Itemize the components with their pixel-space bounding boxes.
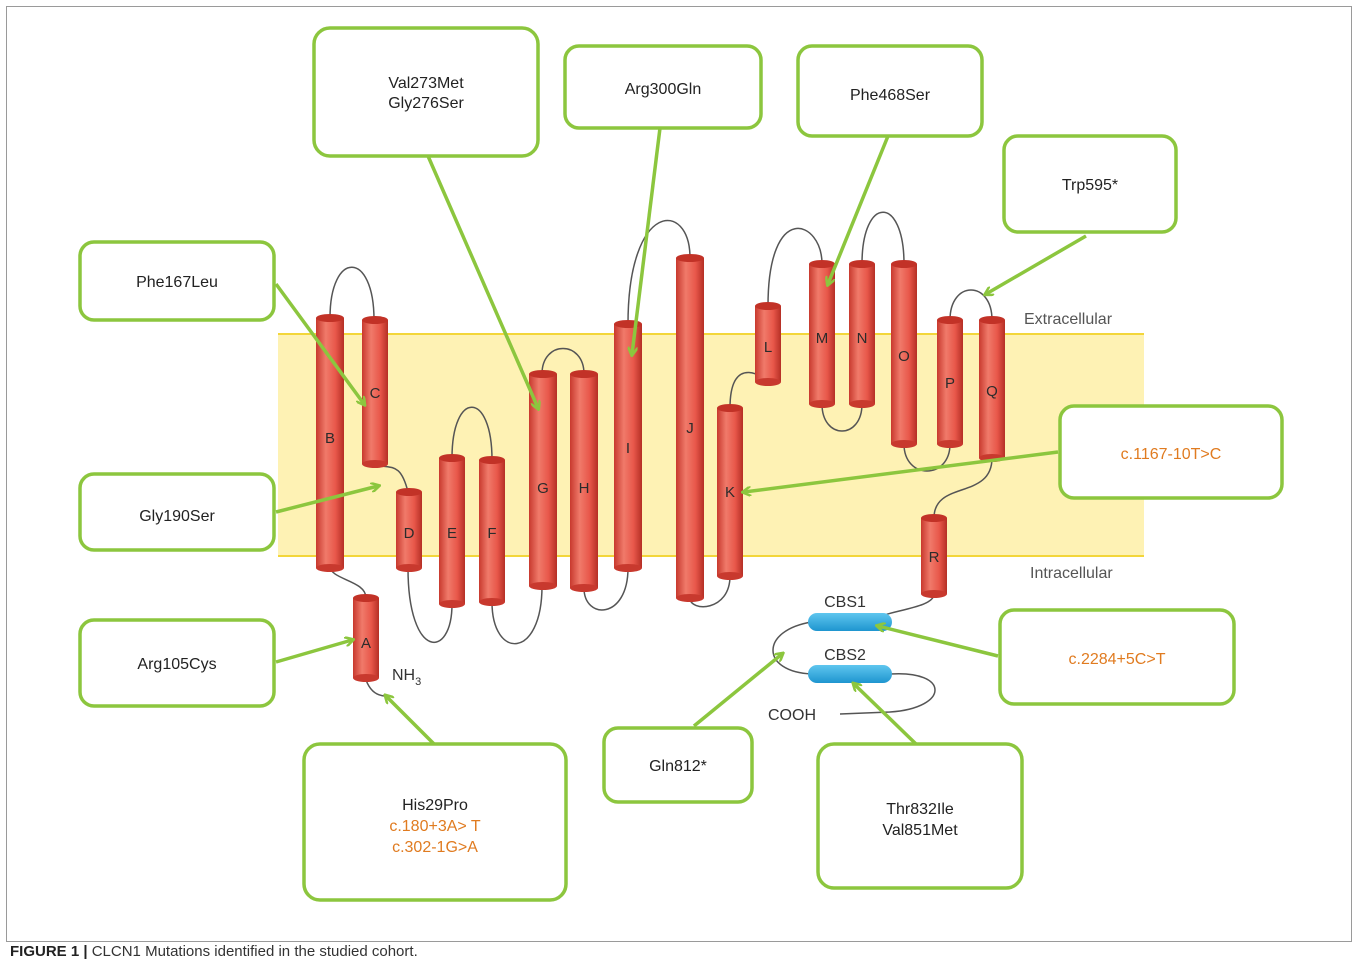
helix-l-label: L <box>764 339 772 356</box>
helix-j: J <box>676 254 704 602</box>
arrow-thr832ile <box>854 684 918 746</box>
helix-l: L <box>755 302 781 386</box>
label-phe468ser: Phe468Ser <box>850 87 931 104</box>
helix-f-label: F <box>487 525 496 542</box>
arrow-phe468ser <box>828 135 890 284</box>
annotation-arrows <box>274 127 1087 746</box>
callout-gly190ser: Gly190Ser <box>78 472 276 552</box>
callout-phe167leu: Phe167Leu <box>78 240 276 322</box>
helix-h-label: H <box>579 480 590 497</box>
label-c302: c.302-1G>A <box>392 839 478 856</box>
label-val851met: Val851Met <box>882 822 958 839</box>
helix-d: D <box>396 488 422 572</box>
c-terminus-label: COOH <box>768 707 816 724</box>
label-gln812: Gln812* <box>649 758 707 775</box>
helix-b: B <box>316 314 344 572</box>
label-gly276ser: Gly276Ser <box>388 95 464 112</box>
helix-q: Q <box>979 316 1005 462</box>
callout-trp595: Trp595* <box>1002 134 1178 234</box>
label-his29pro: His29Pro <box>402 797 468 814</box>
helix-n: N <box>849 260 875 408</box>
arrow-c2284 <box>878 626 999 658</box>
label-phe167leu: Phe167Leu <box>136 274 218 291</box>
helix-a-label: A <box>361 635 371 652</box>
callout-thr832ile-val851met: Thr832Ile Val851Met <box>816 742 1024 890</box>
figure-frame <box>6 6 1352 942</box>
helix-n-label: N <box>857 330 868 347</box>
helix-g-label: G <box>537 480 549 497</box>
helix-r: R <box>921 514 947 598</box>
helix-o-label: O <box>898 348 910 365</box>
callout-c2284: c.2284+5C>T <box>998 608 1236 706</box>
label-trp595: Trp595* <box>1062 177 1118 194</box>
arrow-val273met <box>426 155 538 408</box>
arrow-arg105cys <box>275 640 352 664</box>
arrow-trp595 <box>986 234 1087 294</box>
callout-gln812: Gln812* <box>602 726 754 804</box>
helix-o: O <box>891 260 917 448</box>
label-c1167: c.1167-10T>C <box>1121 446 1222 463</box>
helix-i: I <box>614 320 642 572</box>
extracellular-label: Extracellular <box>1024 311 1113 328</box>
cbs1-label: CBS1 <box>824 594 866 611</box>
helix-e-label: E <box>447 525 457 542</box>
callout-arg300gln: Arg300Gln <box>563 44 763 130</box>
arrow-his29pro <box>386 696 436 746</box>
cbs1-domain: CBS1 <box>808 594 892 631</box>
helix-j-label: J <box>686 420 694 437</box>
label-val273met: Val273Met <box>388 75 464 92</box>
cbs2-label: CBS2 <box>824 647 866 664</box>
helix-i-label: I <box>626 440 630 457</box>
helix-r-label: R <box>929 549 940 566</box>
helix-p-label: P <box>945 375 955 392</box>
helix-k-label: K <box>725 484 735 501</box>
figure-caption-label: FIGURE 1 | <box>10 943 88 960</box>
callout-val273met-gly276ser: Val273Met Gly276Ser <box>312 26 540 158</box>
label-gly190ser: Gly190Ser <box>139 508 215 525</box>
helix-e: E <box>439 454 465 608</box>
helix-c: C <box>362 316 388 468</box>
label-arg300gln: Arg300Gln <box>625 81 702 98</box>
label-arg105cys: Arg105Cys <box>137 656 216 673</box>
arrow-c1167 <box>744 450 1059 492</box>
helix-d-label: D <box>404 525 415 542</box>
arrow-phe167leu <box>274 282 364 404</box>
label-c180: c.180+3A> T <box>389 818 481 835</box>
helix-a: A <box>353 594 379 682</box>
callout-his29pro: His29Pro c.180+3A> T c.302-1G>A <box>302 742 568 902</box>
n-terminus-label: NH3 <box>392 667 421 688</box>
callout-phe468ser: Phe468Ser <box>796 44 984 138</box>
helix-b-label: B <box>325 430 335 447</box>
helix-m: M <box>809 260 835 408</box>
n-terminus-subscript: 3 <box>415 676 421 688</box>
intracellular-label: Intracellular <box>1030 565 1113 582</box>
cbs2-domain: CBS2 <box>808 647 892 683</box>
callout-arg105cys: Arg105Cys <box>78 618 276 708</box>
callout-c1167: c.1167-10T>C <box>1058 404 1284 500</box>
figure-caption: FIGURE 1 | CLCN1 Mutations identified in… <box>10 943 418 960</box>
arrow-arg300gln <box>632 127 662 354</box>
arrow-gly190ser <box>275 486 378 514</box>
arrow-gln812 <box>692 654 782 728</box>
helix-q-label: Q <box>986 383 998 400</box>
label-thr832ile: Thr832Ile <box>886 801 954 818</box>
helix-k: K <box>717 404 743 580</box>
helix-f: F <box>479 456 505 606</box>
helix-c-label: C <box>370 385 381 402</box>
label-c2284: c.2284+5C>T <box>1069 651 1166 668</box>
helix-m-label: M <box>816 330 829 347</box>
figure-caption-text: CLCN1 Mutations identified in the studie… <box>91 943 418 960</box>
helix-g: G <box>529 370 557 590</box>
helix-h: H <box>570 370 598 592</box>
helix-p: P <box>937 316 963 448</box>
